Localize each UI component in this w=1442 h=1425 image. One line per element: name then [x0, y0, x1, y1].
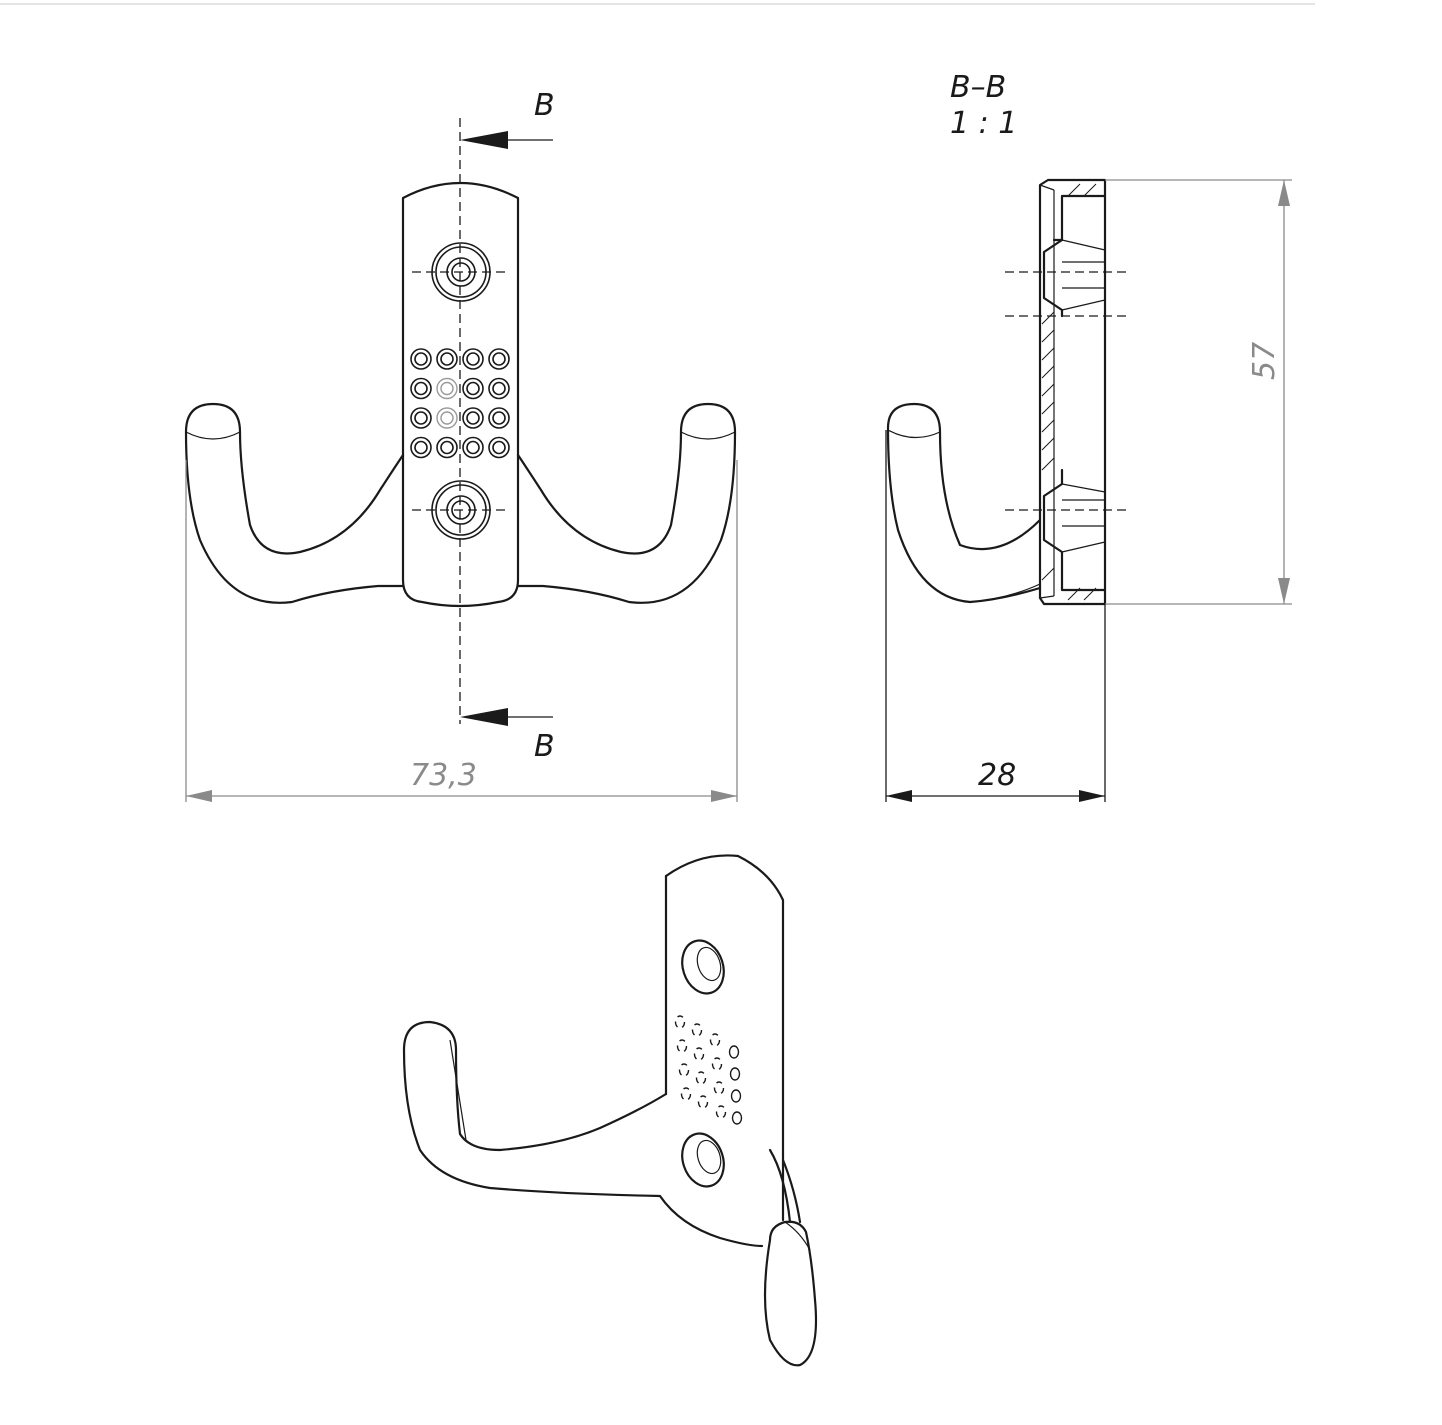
decorative-dot [414, 411, 428, 425]
width-dimension-label: 73,3 [410, 758, 477, 793]
decorative-dot [466, 440, 480, 455]
section-arrow-top [460, 131, 553, 149]
decorative-dot-grid [410, 348, 510, 459]
iso-decorative-dot [678, 1063, 690, 1077]
iso-decorative-dot [709, 1033, 721, 1047]
section-arrow-bottom [460, 708, 553, 726]
section-view: B–B 1 : 1 [885, 70, 1292, 802]
decorative-dot [440, 411, 454, 425]
iso-decorative-dot [731, 1111, 743, 1125]
decorative-dot [414, 381, 428, 396]
decorative-dot [466, 381, 480, 396]
decorative-dot [436, 436, 458, 459]
iso-decorative-dot [713, 1081, 725, 1095]
iso-front-hook [763, 1220, 818, 1367]
plate-profile [1038, 178, 1107, 606]
depth-dimension-label: 28 [978, 758, 1016, 793]
decorative-dot [462, 407, 484, 429]
iso-decorative-dots [674, 1015, 743, 1125]
iso-decorative-dot [691, 1023, 703, 1037]
decorative-dot [410, 348, 432, 370]
section-mark-bottom: B [534, 729, 555, 764]
iso-decorative-dot [693, 1047, 705, 1061]
section-hatching [1041, 183, 1097, 601]
decorative-dot [488, 377, 510, 400]
height-dimension-label: 57 [1247, 342, 1282, 380]
decorative-dot [436, 348, 458, 370]
iso-decorative-dot [730, 1089, 742, 1103]
decorative-dot [492, 381, 506, 396]
decorative-dot [488, 348, 510, 370]
decorative-dot [462, 436, 484, 459]
decorative-dot [436, 377, 458, 400]
decorative-dot [492, 440, 506, 455]
section-scale: 1 : 1 [950, 106, 1017, 141]
decorative-dot [410, 436, 432, 459]
section-mark-top: B [534, 88, 555, 123]
isometric-view [402, 854, 818, 1367]
countersink-top [1042, 194, 1107, 318]
decorative-dot [440, 440, 454, 455]
decorative-dot [414, 440, 428, 455]
iso-plate [664, 854, 785, 1222]
decorative-dot [462, 377, 484, 400]
front-view: B B 73,3 [184, 88, 738, 802]
iso-decorative-dot [674, 1015, 686, 1029]
decorative-dot [414, 352, 428, 366]
decorative-dot [488, 436, 510, 459]
decorative-dot [492, 352, 506, 366]
height-dimension [1105, 179, 1292, 605]
iso-decorative-dot [711, 1057, 723, 1071]
hook-profile [886, 402, 1042, 604]
decorative-dot [466, 352, 480, 366]
iso-decorative-dot [695, 1071, 707, 1085]
decorative-dot [410, 377, 432, 400]
countersink-bottom [1042, 468, 1107, 592]
iso-decorative-dot [697, 1095, 709, 1109]
decorative-dot [440, 381, 454, 396]
decorative-dot [410, 407, 432, 429]
plate-outline [401, 181, 520, 608]
iso-decorative-dot [729, 1067, 741, 1081]
decorative-dot [440, 352, 454, 366]
width-dimension [185, 460, 738, 802]
iso-decorative-dot [676, 1039, 688, 1053]
decorative-dot [492, 411, 506, 425]
decorative-dot [466, 411, 480, 425]
depth-dimension [885, 430, 1106, 802]
iso-decorative-dot [680, 1087, 692, 1101]
decorative-dot [462, 348, 484, 370]
left-hook-arm [184, 402, 405, 604]
iso-decorative-dot [728, 1045, 740, 1059]
decorative-dot [436, 407, 458, 429]
iso-mounting-hole-bottom [681, 1132, 725, 1188]
section-title: B–B [950, 70, 1006, 105]
right-hook-arm [516, 402, 737, 604]
decorative-dot [488, 407, 510, 429]
iso-mounting-hole-top [681, 939, 725, 995]
iso-decorative-dot [715, 1105, 727, 1119]
